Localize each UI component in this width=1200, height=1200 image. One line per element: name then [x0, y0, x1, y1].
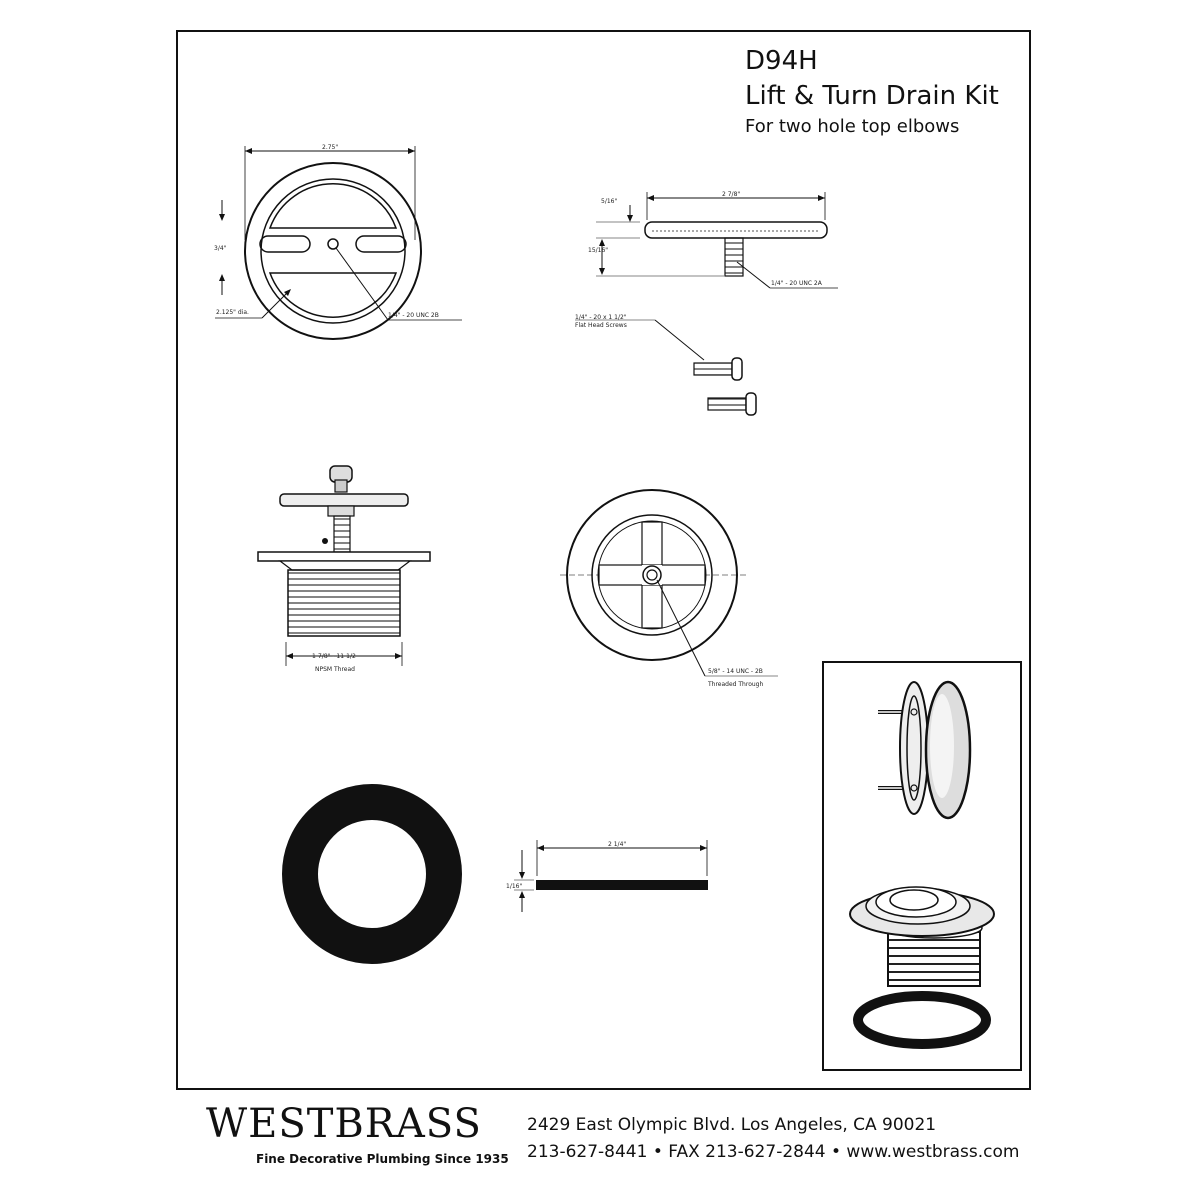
stopper-height-label: 5/16"	[601, 198, 617, 205]
flange-thread-type-label: Threaded Through	[707, 681, 763, 688]
cover-width-label: 2.75"	[322, 144, 338, 151]
cover-dia-label: 2.125" dia.	[216, 309, 249, 316]
product-title: Lift & Turn Drain Kit	[745, 81, 999, 111]
drawing-sheet-border	[176, 30, 1031, 1090]
overflow-cover-plate-diagram: 2.75" 3/4" 2.125" dia. 1/4" - 20 UNC 2B	[214, 144, 462, 340]
model-number: D94H	[745, 46, 818, 76]
body-thread-size-label: 1-7/8" - 11-1/2	[312, 653, 356, 660]
drain-flange-3d	[849, 886, 995, 987]
overflow-cover-3d	[878, 680, 972, 820]
title-block: D94H Lift & Turn Drain Kit For two hole …	[745, 44, 999, 140]
screws-diagram: 1/4" - 20 x 1 1/2" Flat Head Screws	[575, 314, 757, 416]
brand-tagline: Fine Decorative Plumbing Since 1935	[256, 1152, 509, 1166]
brand-name: WESTBRASS	[206, 1101, 482, 1147]
screw-lower	[707, 392, 757, 416]
footer-phone-fax-web: 213-627-8441 • FAX 213-627-2844 • www.we…	[527, 1142, 1020, 1162]
screw-upper	[693, 357, 743, 381]
flange-thread-size-label: 5/8" - 14 UNC - 2B	[708, 668, 763, 675]
gasket-thickness-label: 1/16"	[506, 883, 522, 890]
gasket-3d	[853, 991, 991, 1049]
stopper-width-label: 2 7/8"	[722, 191, 740, 198]
footer-contact: 2429 East Olympic Blvd. Los Angeles, CA …	[527, 1112, 1020, 1166]
drain-flange-top-view-diagram: 5/8" - 14 UNC - 2B Threaded Through	[560, 489, 778, 688]
gasket-side-view-diagram: 2 1/4" 1/16"	[506, 840, 708, 912]
stopper-side-view-diagram: 2 7/8" 5/16" 15/16" 1/4" - 20 UNC 2A	[588, 191, 838, 289]
stopper-thread-label: 1/4" - 20 UNC 2A	[771, 280, 823, 287]
body-thread-type-label: NPSM Thread	[315, 666, 355, 673]
screws-label-type: Flat Head Screws	[575, 322, 627, 329]
product-subtitle: For two hole top elbows	[745, 116, 960, 137]
gasket-diagram	[282, 784, 462, 964]
screws-label-size: 1/4" - 20 x 1 1/2"	[575, 314, 627, 321]
footer-address: 2429 East Olympic Blvd. Los Angeles, CA …	[527, 1115, 937, 1135]
westbrass-logo: WESTBRASS Fine Decorative Plumbing Since…	[206, 1102, 509, 1166]
cover-thread-label: 1/4" - 20 UNC 2B	[388, 312, 439, 319]
component-illustration-inset	[822, 661, 1022, 1071]
cover-slot-label: 3/4"	[214, 245, 227, 252]
gasket-width-label: 2 1/4"	[608, 841, 626, 848]
drain-body-assembly-diagram: 1-7/8" - 11-1/2 NPSM Thread	[257, 465, 431, 673]
stopper-stem-label: 15/16"	[588, 247, 608, 254]
